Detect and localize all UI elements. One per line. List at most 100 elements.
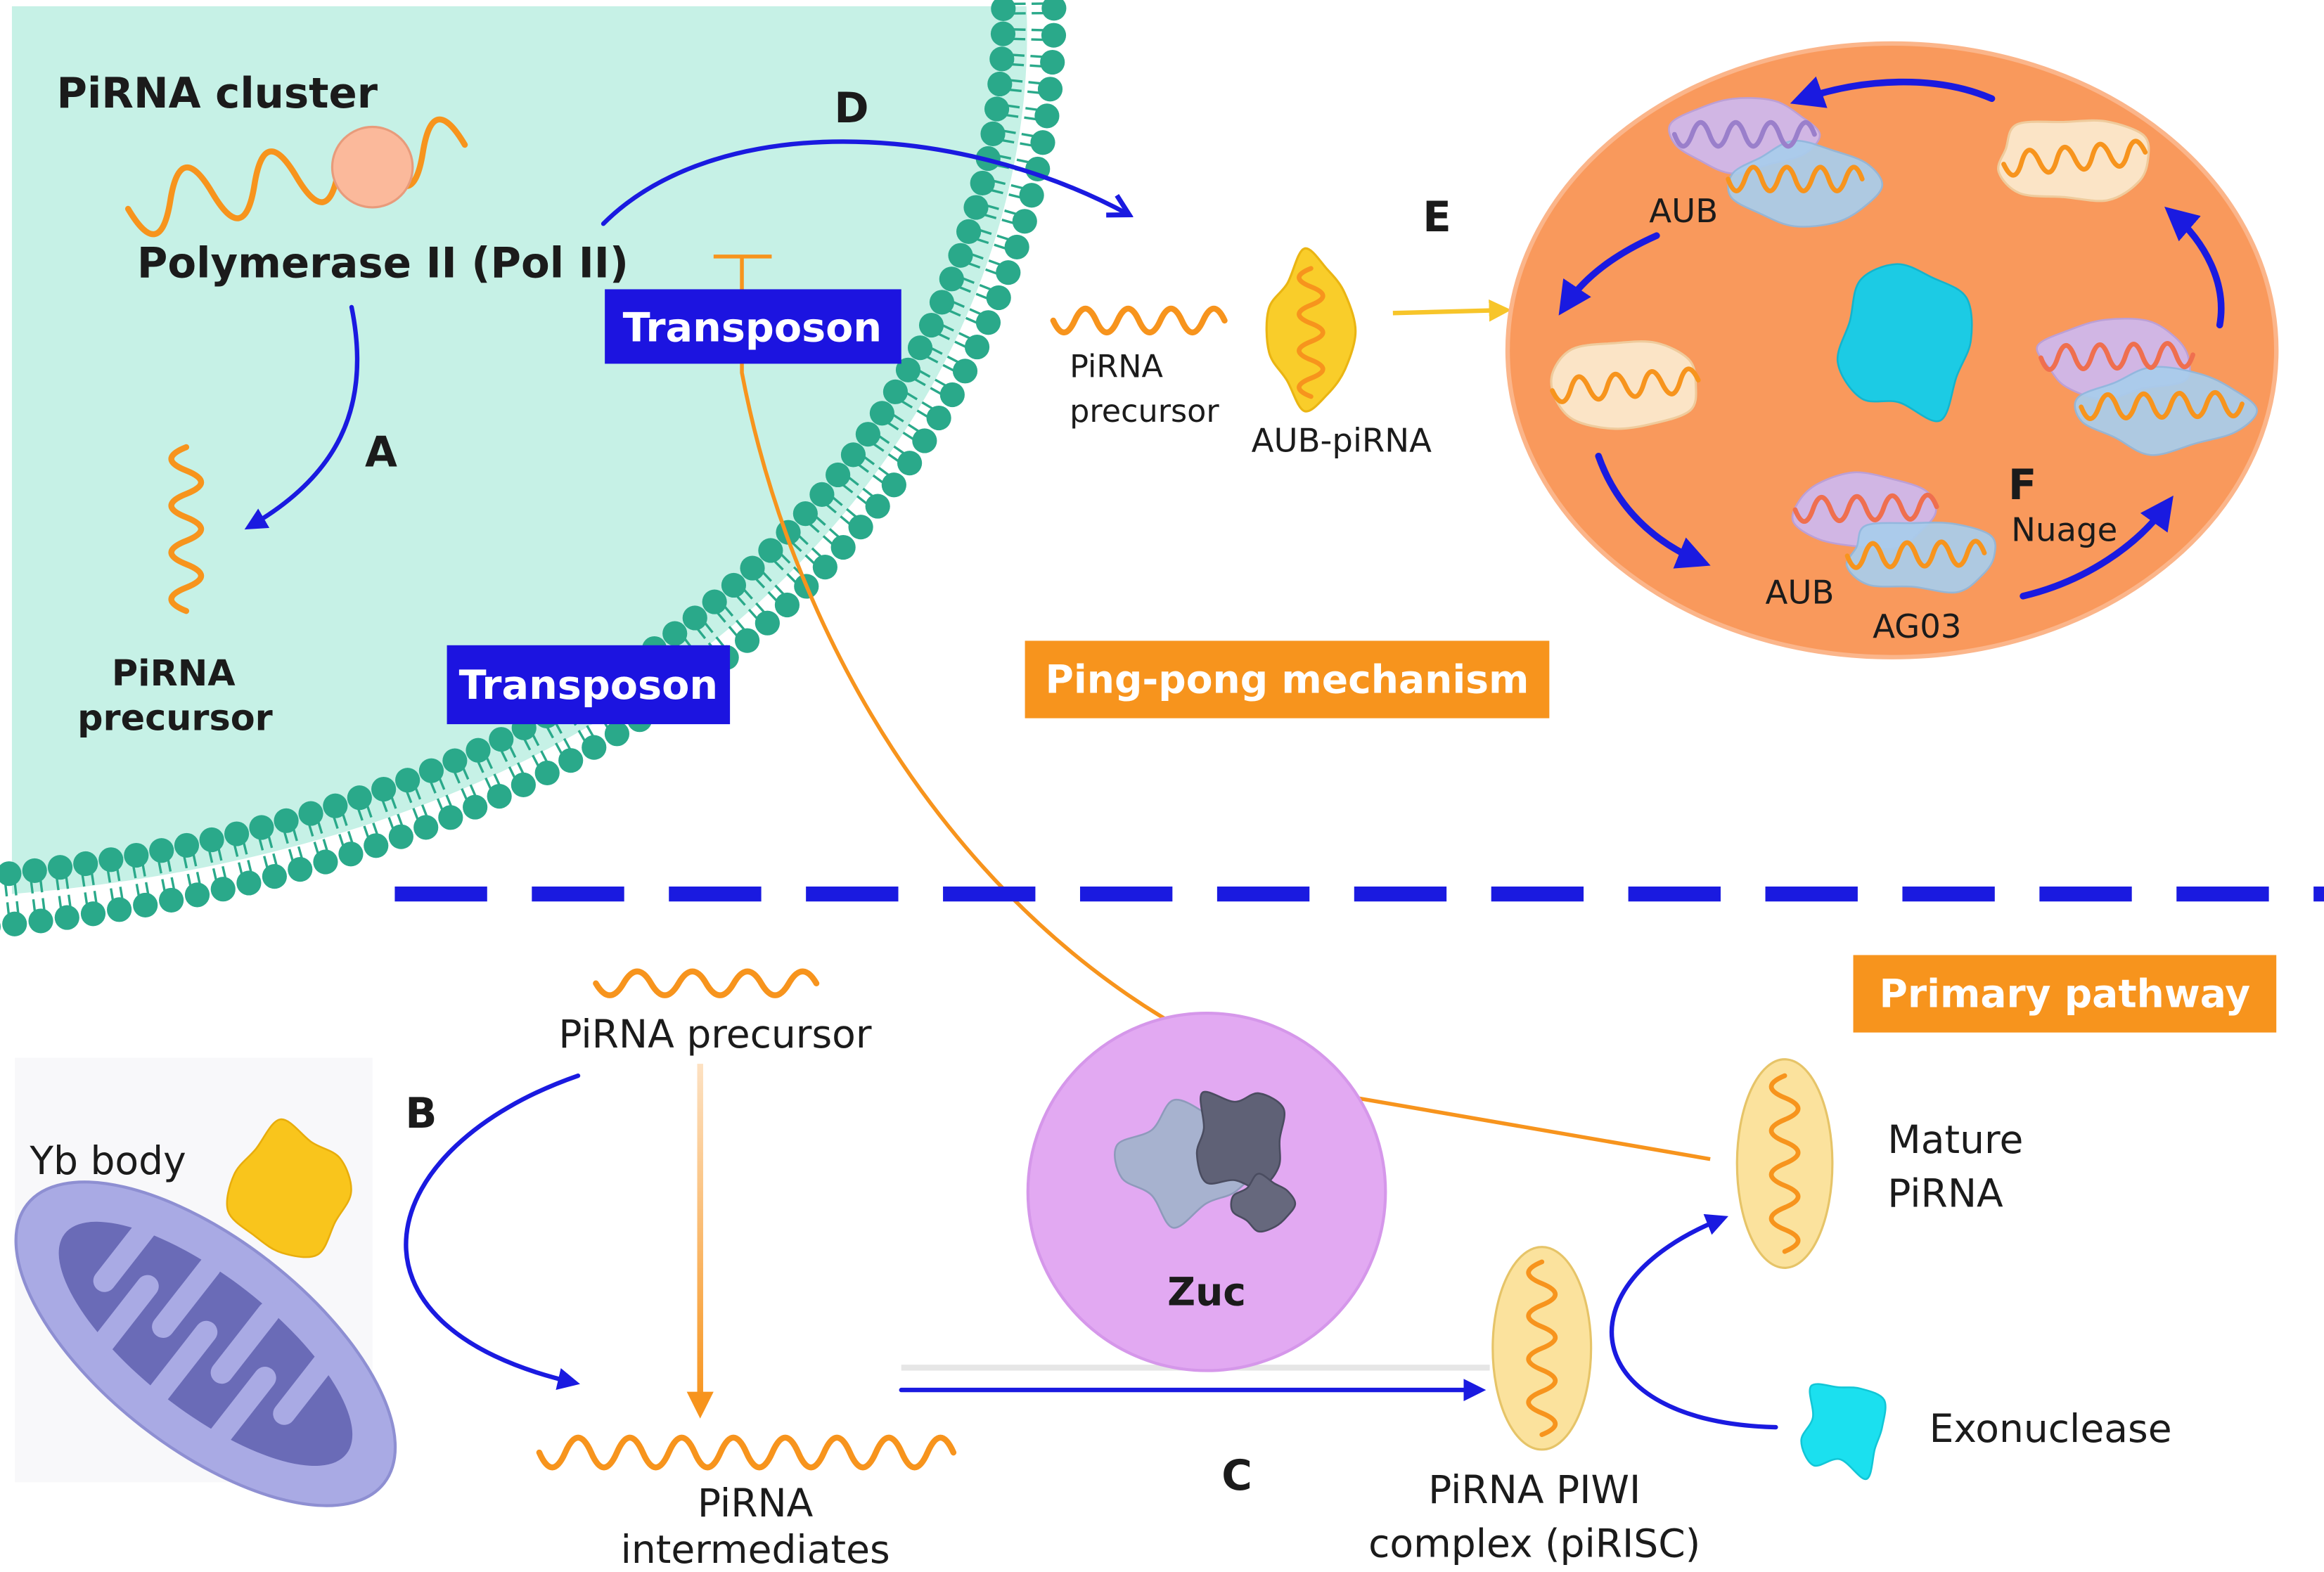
lipid-tail: [762, 572, 772, 582]
lipid-head: [939, 382, 965, 408]
crista: [207, 1367, 276, 1449]
step-f-label: F: [2008, 460, 2037, 509]
lipid-tail: [977, 238, 989, 245]
ago3-label: AG03: [1873, 607, 1961, 645]
lipid-tail: [988, 259, 1001, 266]
cycle-arrow-bottom-left: [1595, 452, 1711, 569]
cycle-arrow-top: [1790, 76, 1996, 108]
step-c-label: C: [1221, 1451, 1252, 1500]
step-e-label: E: [1423, 193, 1451, 241]
lipid-tail: [532, 734, 540, 747]
lipid-head: [47, 855, 73, 880]
lipid-tail: [32, 899, 37, 912]
lipid-tail: [135, 884, 141, 896]
lipid-head: [1037, 77, 1063, 102]
lipid-tail: [1028, 81, 1041, 85]
lipid-tail: [696, 628, 707, 640]
lipid-tail: [938, 333, 951, 340]
lipid-tail: [1012, 53, 1025, 57]
lipid-head: [975, 310, 1001, 335]
lipid-tail: [192, 854, 198, 867]
lipid-head: [758, 538, 783, 563]
lipid-head: [948, 243, 973, 268]
lipid-tail: [540, 750, 548, 762]
lipid-tail: [916, 409, 928, 418]
lipid-tail: [445, 794, 453, 807]
pirisc-label-line2: complex (piRISC): [1368, 1521, 1700, 1566]
transposon-box-bottom-label: Transposon: [459, 662, 719, 709]
lipid-tail: [980, 228, 992, 236]
lipid-head: [98, 847, 124, 872]
lipid-head: [442, 748, 468, 773]
lipid-tail: [41, 898, 46, 910]
lipid-tail: [1020, 142, 1032, 147]
nuage-granule: AUB AUB AG03 F Nuage: [1505, 41, 2279, 659]
lipid-head: [338, 842, 364, 867]
intermediates-label-line1: PiRNA: [698, 1481, 814, 1526]
lipid-tail: [586, 725, 594, 737]
nucleus-interior: [11, 6, 1027, 894]
lipid-tail: [822, 535, 833, 546]
lipid-tail: [523, 738, 532, 751]
nucleus-precursor-label-line2: precursor: [77, 697, 273, 739]
lipid-head: [463, 794, 488, 820]
lipid-tail: [791, 542, 802, 553]
lipid-head: [990, 21, 1016, 46]
lipid-tail: [183, 856, 188, 869]
lipid-tail: [907, 423, 920, 432]
lipid-tail: [555, 742, 563, 754]
aub-pirna-label: AUB-piRNA: [1252, 421, 1432, 459]
lipid-tail: [222, 865, 227, 879]
lipid-head: [159, 887, 184, 913]
lipid-tail: [1009, 89, 1022, 93]
lipid-tail: [263, 856, 269, 868]
lipid-tail: [873, 443, 885, 452]
lipid-tail: [930, 387, 942, 395]
lipid-tail: [1030, 55, 1043, 58]
lipid-head: [970, 170, 995, 196]
lipid-tail: [333, 816, 339, 830]
lipid-head: [956, 219, 982, 244]
lipid-head: [236, 870, 262, 896]
lipid-tail: [906, 392, 918, 401]
lipid-tail: [119, 887, 124, 899]
lipid-head: [848, 515, 873, 540]
crista: [148, 1320, 218, 1403]
lipid-tail: [921, 401, 933, 410]
lipid-head: [984, 96, 1010, 122]
aub-complex-top: [1668, 97, 1884, 228]
lipid-tail: [93, 891, 98, 903]
lipid-tail: [887, 422, 899, 431]
lipid-tail: [926, 356, 939, 363]
lipid-tail: [65, 877, 70, 889]
lipid-tail: [840, 515, 851, 525]
lipid-head: [395, 768, 420, 793]
lipid-tail: [436, 798, 444, 811]
lipid-tail: [979, 283, 991, 291]
lipid-tail: [106, 870, 112, 883]
lipid-tail: [736, 595, 746, 606]
lipid-head: [107, 897, 132, 922]
lipid-head: [413, 815, 439, 840]
lipid-head: [1004, 234, 1029, 260]
lipid-tail: [826, 503, 837, 514]
lipid-head: [73, 851, 98, 877]
lipid-head: [582, 735, 607, 760]
pirna-strand: [2079, 389, 2245, 421]
lipid-tail: [208, 851, 214, 863]
zuc-protein-dark: [1195, 1090, 1285, 1190]
yb-body-protein: [226, 1118, 352, 1258]
lipid-tail: [110, 888, 115, 901]
lipid-tail: [747, 608, 758, 619]
lipid-tail: [13, 883, 18, 896]
lipid-bilayer-membrane: [0, 0, 1067, 936]
lipid-head: [418, 758, 444, 783]
lipid-tail: [704, 622, 714, 633]
step-d-label: D: [834, 84, 868, 132]
lipid-head: [926, 405, 951, 431]
lipid-tail: [902, 431, 914, 441]
lipid-head: [224, 821, 250, 846]
lipid-head: [721, 572, 747, 598]
lipid-head: [274, 808, 299, 833]
lipid-head: [755, 610, 780, 636]
